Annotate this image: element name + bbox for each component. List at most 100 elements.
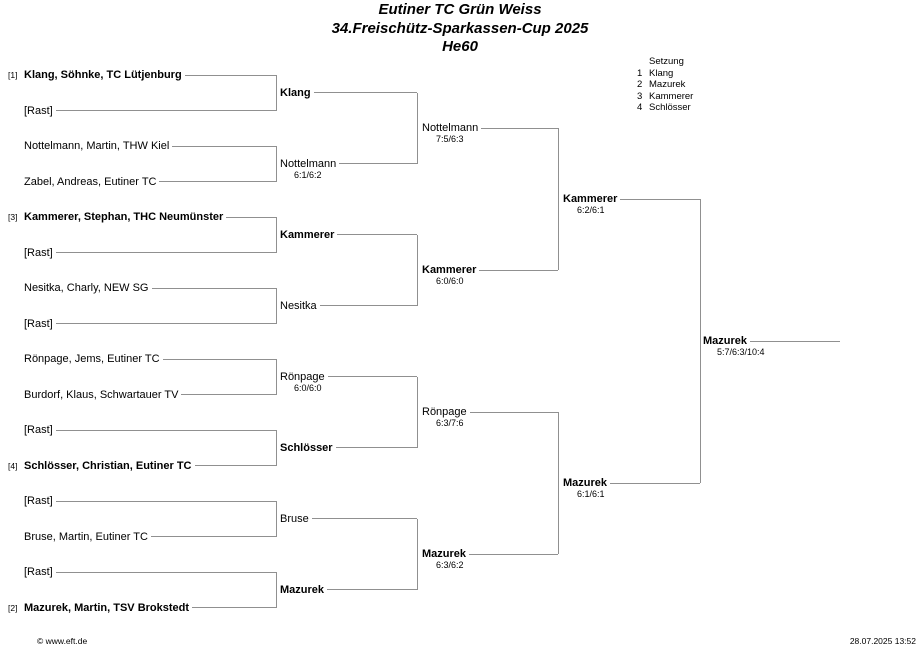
seeding-row: 3 Kammerer bbox=[637, 91, 693, 103]
bracket-slot: Nesitka bbox=[280, 299, 417, 313]
player-name: [Rast] bbox=[24, 104, 53, 117]
seed-number: [2] bbox=[8, 602, 18, 613]
bracket-line bbox=[327, 589, 417, 591]
bracket-line bbox=[55, 571, 276, 573]
player-name: Nottelmann, Martin, THW Kiel bbox=[24, 140, 170, 152]
player-name: Burdorf, Klaus, Schwartauer TV bbox=[24, 388, 179, 401]
seed-rank: 4 bbox=[637, 102, 643, 113]
player-name: [Rast] bbox=[24, 495, 53, 507]
player-name: Schlösser bbox=[280, 441, 333, 454]
bracket-slot: [Rast] bbox=[8, 565, 276, 579]
bracket-line bbox=[55, 252, 276, 253]
bracket-connector bbox=[276, 146, 277, 182]
bracket-connector bbox=[276, 430, 277, 466]
bracket-slot: [1] Klang, Söhnke, TC Lütjenburg bbox=[8, 68, 276, 82]
player-name: Mazurek bbox=[563, 477, 608, 490]
player-name: Nottelmann bbox=[280, 157, 337, 170]
bracket-slot: Nesitka, Charly, NEW SG bbox=[8, 281, 276, 295]
bracket-line bbox=[313, 92, 417, 94]
player-name: Klang, Söhnke, TC Lütjenburg bbox=[24, 69, 182, 81]
seed-name: Mazurek bbox=[649, 79, 686, 90]
bracket-line bbox=[159, 181, 276, 182]
seeding-row: 1 Klang bbox=[637, 68, 693, 80]
bracket-slot: Mazurek bbox=[280, 583, 417, 597]
match-score: 6:3/6:2 bbox=[436, 560, 464, 571]
event-title: 34.Freischütz-Sparkassen-Cup 2025 bbox=[331, 19, 589, 37]
seeding-row: 4 Schlösser bbox=[637, 102, 693, 114]
seed-name: Schlösser bbox=[649, 102, 691, 113]
bracket-slot: Nottelmann, Martin, THW Kiel bbox=[8, 139, 276, 153]
bracket-connector bbox=[276, 75, 277, 111]
player-name: Klang bbox=[280, 86, 311, 99]
match-score: 7:5/6:3 bbox=[436, 134, 464, 145]
bracket-connector bbox=[417, 234, 418, 306]
match-score: 6:1/6:2 bbox=[294, 169, 322, 180]
category-title: He60 bbox=[442, 38, 478, 55]
seed-rank: 1 bbox=[637, 67, 643, 79]
bracket-line bbox=[162, 358, 276, 360]
player-name: Rönpage bbox=[280, 370, 325, 383]
match-score: 6:0/6:0 bbox=[436, 276, 464, 287]
match-score: 6:1/6:1 bbox=[577, 489, 605, 500]
player-name: Rönpage, Jems, Eutiner TC bbox=[24, 353, 160, 365]
bracket-connector bbox=[276, 217, 277, 253]
match-score: 6:3/7:6 bbox=[436, 418, 464, 429]
seed-rank: 2 bbox=[637, 79, 643, 90]
player-name: Mazurek bbox=[422, 548, 467, 561]
seed-rank: 3 bbox=[637, 90, 643, 102]
bracket-connector bbox=[700, 199, 701, 484]
bracket-slot: [Rast] bbox=[8, 494, 276, 508]
bracket-line bbox=[337, 234, 417, 236]
bracket-line bbox=[181, 394, 276, 395]
bracket-line bbox=[55, 323, 276, 324]
bracket-line bbox=[172, 145, 276, 147]
bracket-line bbox=[150, 536, 276, 537]
bracket-line bbox=[55, 429, 276, 431]
page-header: Eutiner TC Grün Weiss 34.Freischütz-Spar… bbox=[0, 1, 920, 57]
player-name: Schlösser, Christian, Eutiner TC bbox=[24, 459, 192, 472]
bracket-line bbox=[151, 287, 276, 289]
bracket-line bbox=[226, 216, 276, 218]
bracket-line bbox=[610, 482, 700, 484]
player-name: Kammerer bbox=[280, 228, 335, 241]
bracket-connector bbox=[558, 128, 559, 271]
seed-number: [3] bbox=[8, 212, 18, 222]
player-name: [Rast] bbox=[24, 424, 53, 436]
bracket-slot: Zabel, Andreas, Eutiner TC bbox=[8, 175, 276, 189]
bracket-slot: [Rast] bbox=[8, 317, 276, 331]
player-name: Nesitka bbox=[280, 299, 317, 312]
player-name: Kammerer bbox=[422, 264, 477, 277]
player-name: Kammerer bbox=[563, 193, 618, 206]
bracket-slot: [Rast] bbox=[8, 246, 276, 260]
match-score: 5:7/6:3/10:4 bbox=[717, 347, 765, 358]
bracket-line bbox=[194, 465, 276, 466]
bracket-slot: [3]Kammerer, Stephan, THC Neumünster bbox=[8, 210, 276, 224]
bracket-slot: Klang bbox=[280, 86, 417, 100]
seed-name: Kammerer bbox=[649, 90, 694, 102]
bracket-slot: [Rast] bbox=[8, 423, 276, 437]
match-score: 6:2/6:1 bbox=[577, 205, 605, 216]
player-name: [Rast] bbox=[24, 317, 53, 330]
bracket-connector bbox=[417, 376, 418, 448]
bracket-slot: Kammerer bbox=[280, 228, 417, 242]
player-name: Bruse, Martin, Eutiner TC bbox=[24, 530, 148, 543]
seed-name: Klang bbox=[649, 67, 674, 79]
player-name: [Rast] bbox=[24, 246, 53, 259]
bracket-line bbox=[620, 198, 700, 200]
player-name: Nesitka, Charly, NEW SG bbox=[24, 282, 149, 294]
seed-number: [1] bbox=[8, 70, 18, 80]
bracket-line bbox=[469, 553, 558, 555]
player-name: Bruse bbox=[280, 512, 309, 525]
bracket-connector bbox=[276, 572, 277, 608]
bracket-slot: Burdorf, Klaus, Schwartauer TV bbox=[8, 388, 276, 402]
bracket-slot: Schlösser bbox=[280, 441, 417, 455]
bracket-connector bbox=[276, 288, 277, 324]
